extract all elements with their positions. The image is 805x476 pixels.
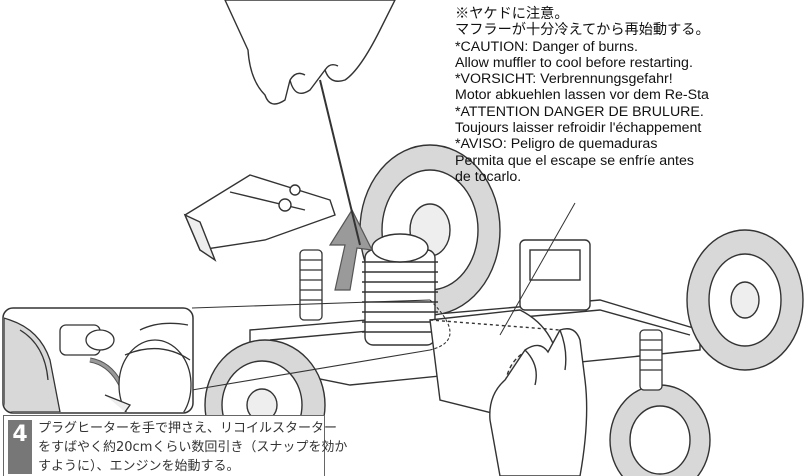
step-line: すように）、エンジンを始動する。 (38, 459, 240, 474)
hand-pulling-recoil (224, 0, 396, 246)
step-instruction-text: プラグヒーターを手で押さえ、リコイルスターター をすばやく約20cmくらい数回引… (38, 419, 348, 476)
up-arrow (328, 208, 374, 291)
caution-line: *VORSICHT: Verbrennungsgefahr! (455, 71, 673, 88)
tire-front-left (609, 384, 711, 476)
caution-line: *CAUTION: Danger of burns. (455, 38, 638, 55)
caution-line: Toujours laisser refroidir l'échappement (455, 120, 702, 137)
caution-line: *ATTENTION DANGER DE BRULURE. (455, 103, 704, 120)
hand-holding-glow-heater (489, 328, 588, 476)
step-instruction-box: 4 プラグヒーターを手で押さえ、リコイルスターター をすばやく約20cmくらい数… (3, 415, 348, 476)
engine (362, 233, 438, 346)
step-line: をすばやく約20cmくらい数回引き（スナップを効か (38, 440, 348, 455)
caution-line: Motor abkuehlen lassen vor dem Re-Sta (455, 87, 709, 104)
tire-front-right (686, 229, 804, 371)
detail-inset (2, 307, 194, 414)
detail-connector (191, 299, 451, 391)
step-line: プラグヒーターを手で押さえ、リコイルスターター (38, 421, 338, 436)
caution-line: Permita que el escape se enfríe antes (455, 152, 694, 169)
rear-wing (183, 174, 336, 262)
caution-line: *AVISO: Peligro de quemaduras (455, 136, 658, 153)
caution-leader-line (499, 202, 576, 336)
caution-line: Allow muffler to cool before restarting. (455, 54, 693, 71)
caution-line: de tocarlo. (455, 168, 522, 185)
step-number-badge: 4 (8, 420, 32, 474)
caution-line: マフラーが十分冷えてから再始動する。 (455, 22, 710, 39)
caution-line: ※ヤケドに注意。 (455, 6, 569, 22)
caution-text-block: ※ヤケドに注意。 マフラーが十分冷えてから再始動する。 *CAUTION: Da… (455, 6, 805, 185)
shock-absorbers (299, 249, 663, 391)
